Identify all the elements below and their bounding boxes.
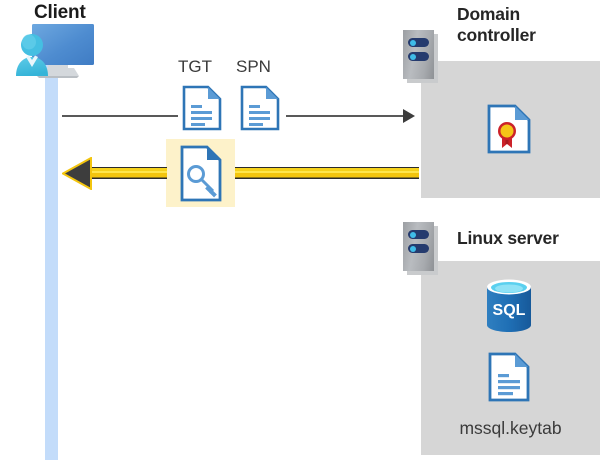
sql-database-icon: SQL bbox=[483, 278, 535, 334]
keytab-document-icon bbox=[488, 352, 530, 402]
domain-controller-title: Domain controller bbox=[457, 4, 536, 45]
client-lifeline bbox=[45, 62, 58, 460]
linux-server-title: Linux server bbox=[457, 228, 559, 248]
spn-document-icon bbox=[240, 85, 280, 131]
request-arrow-line-right bbox=[286, 115, 404, 117]
client-icon bbox=[8, 22, 104, 84]
keytab-filename-label: mssql.keytab bbox=[459, 418, 562, 438]
certificate-document-icon bbox=[487, 104, 531, 154]
response-arrow-bar-right bbox=[235, 167, 419, 179]
spn-label: SPN bbox=[236, 57, 271, 76]
response-arrow-bar-left bbox=[88, 167, 167, 179]
domain-controller-server-icon bbox=[403, 30, 438, 83]
linux-server-server-icon bbox=[403, 222, 438, 275]
request-arrow-line-left bbox=[62, 115, 178, 117]
response-arrow-head bbox=[60, 156, 92, 195]
request-arrow-head bbox=[403, 109, 415, 123]
tgt-document-icon bbox=[182, 85, 222, 131]
tgt-label: TGT bbox=[178, 57, 212, 76]
client-title: Client bbox=[34, 2, 86, 23]
sql-label: SQL bbox=[493, 302, 526, 319]
service-ticket-key-document-icon bbox=[180, 145, 222, 202]
